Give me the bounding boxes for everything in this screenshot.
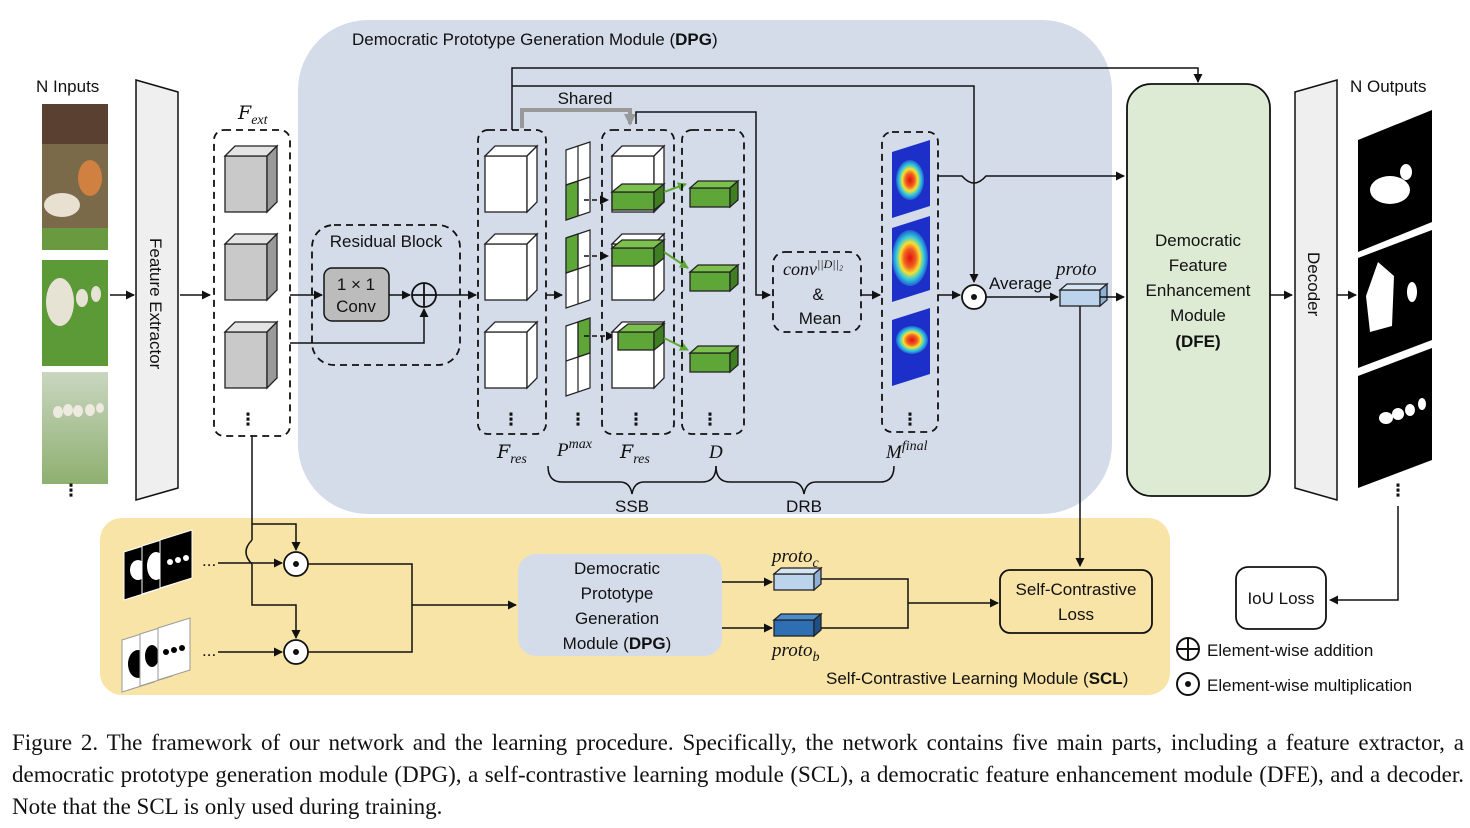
scl-title: Self-Contrastive Learning Module (SCL) (826, 669, 1128, 688)
f-res2-cube-3 (610, 320, 666, 390)
f-res-cube-1 (483, 144, 539, 214)
proto-c-label: protoc (770, 546, 819, 571)
element-wise-add-symbol (411, 282, 437, 308)
legend-mul: Element-wise multiplication (1176, 672, 1412, 696)
figure-caption: Figure 2. The framework of our network a… (12, 730, 1464, 819)
proto-b-vector (772, 612, 823, 638)
shared-label: Shared (558, 89, 613, 108)
f-ext-label: Fext (237, 102, 269, 128)
outputs-vdots: ⋮ (1390, 481, 1407, 500)
f-res2-label: Fres (619, 441, 650, 467)
m-final-box (881, 131, 939, 433)
foreground-masks: ... (123, 529, 216, 601)
proto-label: proto (1054, 259, 1096, 280)
iou-loss-box (1235, 566, 1327, 630)
scl-mul-1 (283, 551, 309, 577)
conv-mean-box (772, 251, 862, 333)
background-masks: ... (121, 617, 216, 693)
f-res-label: Fres (496, 441, 527, 467)
drb-label: DRB (786, 497, 822, 516)
f-res-cube-2 (483, 232, 539, 302)
average-label: Average (989, 274, 1052, 293)
f-res2-box (601, 129, 675, 435)
output-mask-2 (1358, 230, 1432, 368)
d-box (681, 129, 745, 435)
scl-dpg-line3: Generation (575, 609, 659, 628)
d-vector-1 (688, 179, 740, 209)
drb-brace (715, 465, 895, 495)
f-ext-cube-2 (223, 232, 279, 302)
f-ext-cube-1 (223, 144, 279, 214)
legend-mul-text: Element-wise multiplication (1207, 676, 1412, 695)
legend-add: Element-wise addition (1176, 637, 1373, 661)
inputs-vdots: ⋮ (63, 481, 80, 500)
scl-dpg-line2: Prototype (581, 584, 654, 603)
p-max-label: Pmax (556, 437, 593, 461)
scl-dpg-box (518, 554, 722, 656)
input-image-3 (42, 372, 108, 484)
dfe-line4: Module (1170, 306, 1226, 325)
d-vector-2 (688, 263, 740, 293)
proto-c-vector (772, 566, 823, 592)
f-res2-cube-2 (610, 232, 666, 302)
fg-ellipsis: ... (202, 551, 216, 570)
decoder (1294, 79, 1338, 501)
dpg-title: Democratic Prototype Generation Module (… (352, 30, 718, 49)
f-res2-vdots: ⋮ (628, 410, 645, 429)
input-images: ⋮ (42, 104, 108, 500)
ssb-label: SSB (615, 497, 649, 516)
decoder-label: Decoder (1304, 252, 1323, 317)
conv-line2: Conv (336, 297, 376, 316)
f-res-cube-3 (483, 320, 539, 390)
conv-mean-mean: Mean (799, 309, 842, 328)
d-vector-3 (688, 344, 740, 374)
m-final-label: Mfinal (885, 439, 928, 463)
conv-mean-label: conv||D||₂ (783, 257, 843, 279)
proto-b-label: protob (770, 640, 819, 665)
legend-add-text: Element-wise addition (1207, 641, 1373, 660)
scl-loss-line1: Self-Contrastive (1016, 580, 1137, 599)
scl-dpg-line1: Democratic (574, 559, 660, 578)
self-contrastive-loss-box (999, 569, 1153, 634)
p-max-map-1 (565, 141, 591, 221)
d-vectors (688, 179, 740, 374)
scl-dpg-line4: Module (DPG) (563, 634, 672, 653)
d-label: D (708, 442, 723, 463)
scl-mul-2 (283, 639, 309, 665)
p-max-vdots: ⋮ (570, 410, 587, 429)
f-res-vdots: ⋮ (503, 410, 520, 429)
element-wise-mul-symbol (961, 284, 987, 310)
dfe-bold: (DFE) (1175, 332, 1220, 351)
scl-loss-line2: Loss (1058, 605, 1094, 624)
f-res2-cube-1 (610, 144, 666, 214)
dfe-line1: Democratic (1155, 231, 1241, 250)
residual-block-label: Residual Block (330, 232, 443, 251)
f-ext-cube-3 (223, 320, 279, 390)
conv-line1: 1 × 1 (337, 275, 375, 294)
feature-extractor (135, 79, 179, 501)
proto-vector (1058, 282, 1109, 308)
f-ext-cubes (223, 144, 279, 390)
conv-mean-amp: & (812, 285, 824, 304)
output-masks: ⋮ (1358, 110, 1432, 500)
feature-extractor-label: Feature Extractor (146, 238, 165, 370)
n-inputs-label: N Inputs (36, 77, 99, 96)
m-final-vdots: ⋮ (902, 410, 919, 429)
p-max-maps (565, 141, 591, 397)
f-ext-vdots: ⋮ (240, 410, 257, 429)
d-vdots: ⋮ (702, 410, 719, 429)
dfe-line3: Enhancement (1146, 281, 1251, 300)
p-max-map-2 (565, 229, 591, 309)
p-max-map-3 (565, 317, 591, 397)
m-final-maps (892, 140, 930, 386)
n-outputs-label: N Outputs (1350, 77, 1427, 96)
ssb-brace (547, 465, 717, 495)
f-res-cubes (483, 144, 539, 390)
bg-ellipsis: ... (202, 641, 216, 660)
iou-loss-label: IoU Loss (1247, 589, 1314, 608)
dfe-line2: Feature (1169, 256, 1228, 275)
framework-diagram: Democratic Prototype Generation Module (… (36, 20, 1432, 696)
dfe-module (1126, 83, 1271, 497)
